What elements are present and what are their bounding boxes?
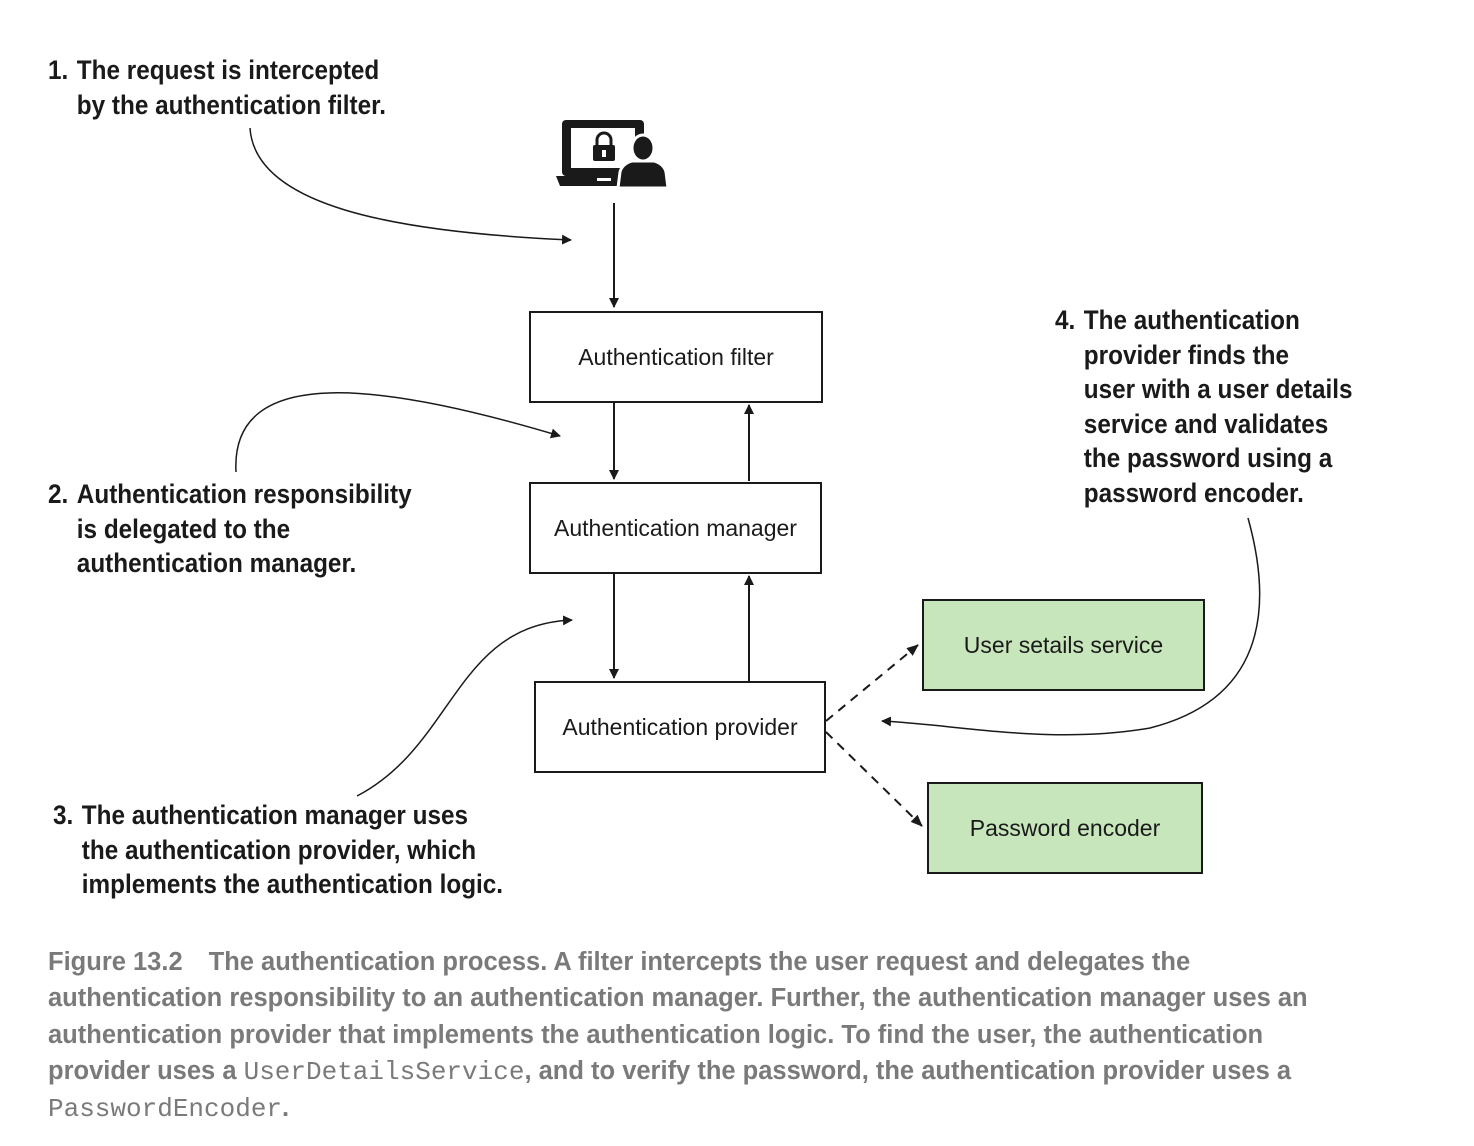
authentication-provider-label: Authentication provider [562,713,798,740]
note-3-number: 3. [53,800,74,830]
password-encoder-box: Password encoder [927,782,1203,874]
authentication-filter-box: Authentication filter [529,311,823,403]
user-details-service-label: User setails service [963,631,1164,658]
note-1-number: 1. [48,55,69,85]
note-4-number: 4. [1055,305,1076,335]
note-2-line-1: Authentication responsibility [76,479,412,509]
note-4-line-2: provider finds the [1083,339,1290,370]
callout-curve-2 [235,392,561,473]
caption-line-1: The authentication process. A filter int… [208,948,1191,976]
note-4-line-4: service and validates [1083,408,1329,439]
caption-line-3: authentication provider that implements … [48,1020,1264,1049]
note-4-line-6: password encoder. [1083,477,1304,508]
authentication-manager-label: Authentication manager [554,514,797,541]
note-3-line-2: the authentication provider, which [81,834,477,865]
note-4-line-1: The authentication [1083,305,1300,335]
note-step-3: 3.The authentication manager uses the au… [53,798,503,902]
caption-line-4-tail: , and to verify the password, the authen… [524,1056,1292,1085]
caption-line-5-tail: . [282,1094,290,1123]
caption-line-4-text: provider uses a [48,1056,244,1085]
note-2-line-3: authentication manager. [76,548,357,578]
note-2-number: 2. [48,479,69,509]
dashed-arrow-to-user-details-service [825,644,919,722]
password-encoder-code: PasswordEncoder [48,1094,283,1125]
callout-curve-1 [249,127,572,245]
note-step-2: 2.Authentication responsibility is deleg… [48,477,412,581]
note-4-line-5: the password using a [1083,443,1333,473]
note-1-line-1: The request is intercepted [76,55,380,85]
note-2-line-2: is delegated to the [76,513,291,544]
user-details-service-box: User setails service [922,599,1205,691]
authentication-provider-box: Authentication provider [534,681,826,773]
note-4-line-3: user with a user details [1083,374,1353,404]
callout-curve-4 [881,517,1261,736]
note-step-4: 4.The authentication provider finds the … [1055,303,1353,510]
note-3-line-1: The authentication manager uses [81,800,468,830]
caption-line-2: authentication responsibility to an auth… [48,984,1308,1013]
password-encoder-label: Password encoder [969,814,1161,841]
authentication-filter-label: Authentication filter [578,343,774,370]
note-1-line-2: by the authentication filter. [76,89,386,120]
callout-curve-3 [356,615,573,797]
figure-label: Figure 13.2 [48,948,183,976]
laptop-lock-user-icon [556,120,670,190]
note-3-line-3: implements the authentication logic. [81,869,504,899]
dashed-arrow-to-password-encoder [825,731,923,827]
authentication-manager-box: Authentication manager [529,482,822,574]
note-step-1: 1.The request is intercepted by the auth… [48,53,386,122]
figure-caption: Figure 13.2 The authentication process. A… [48,944,1448,1127]
user-details-service-code: UserDetailsService [243,1056,525,1087]
